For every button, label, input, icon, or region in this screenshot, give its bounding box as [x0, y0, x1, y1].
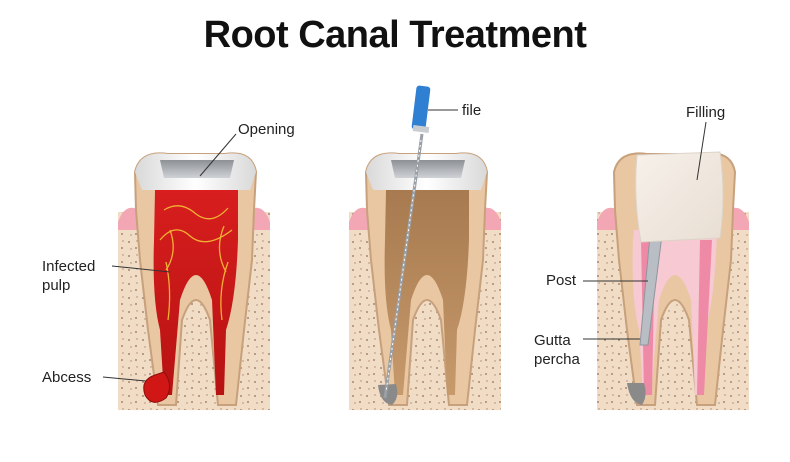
- abcess-label: Abcess: [42, 369, 92, 386]
- abcess-leader: [102, 376, 147, 382]
- infected-pulp-1: [153, 190, 238, 395]
- filling-3: [635, 151, 724, 243]
- abscess-1: [143, 371, 170, 403]
- gutta-percha-label-line1: Gutta: [534, 332, 571, 349]
- filling-label: Filling: [686, 104, 726, 121]
- filling-leader: [696, 121, 707, 181]
- infected-pulp-label-line2: pulp: [42, 277, 71, 294]
- file-handle-ring: [412, 125, 430, 133]
- opening-label: Opening: [238, 121, 295, 138]
- infected-pulp-label-line1: Infected: [42, 258, 96, 275]
- crown-opening-2: [391, 160, 465, 178]
- file-label: file: [462, 102, 482, 119]
- infected-pulp-label: Infected pulp: [42, 257, 95, 295]
- nerve-lines-1: [159, 205, 233, 321]
- root-tip-2: [378, 384, 398, 405]
- opening-leader: [199, 133, 237, 177]
- file-instrument: [383, 85, 431, 399]
- crown-opening-1: [160, 160, 234, 178]
- gutta-percha-label: Gutta percha: [534, 331, 580, 369]
- diagram-title: Root Canal Treatment: [203, 14, 587, 56]
- root-tip-3: [627, 383, 646, 405]
- post-label: Post: [546, 272, 577, 289]
- gutta-percha-label-line2: percha: [534, 351, 580, 368]
- tooth-filled: [583, 121, 749, 410]
- infected-pulp-leader: [111, 265, 171, 273]
- file-handle: [411, 85, 431, 131]
- gutta-percha-right: [697, 240, 712, 395]
- tooth-cleaning: [349, 85, 501, 410]
- tooth-infected: [102, 133, 270, 410]
